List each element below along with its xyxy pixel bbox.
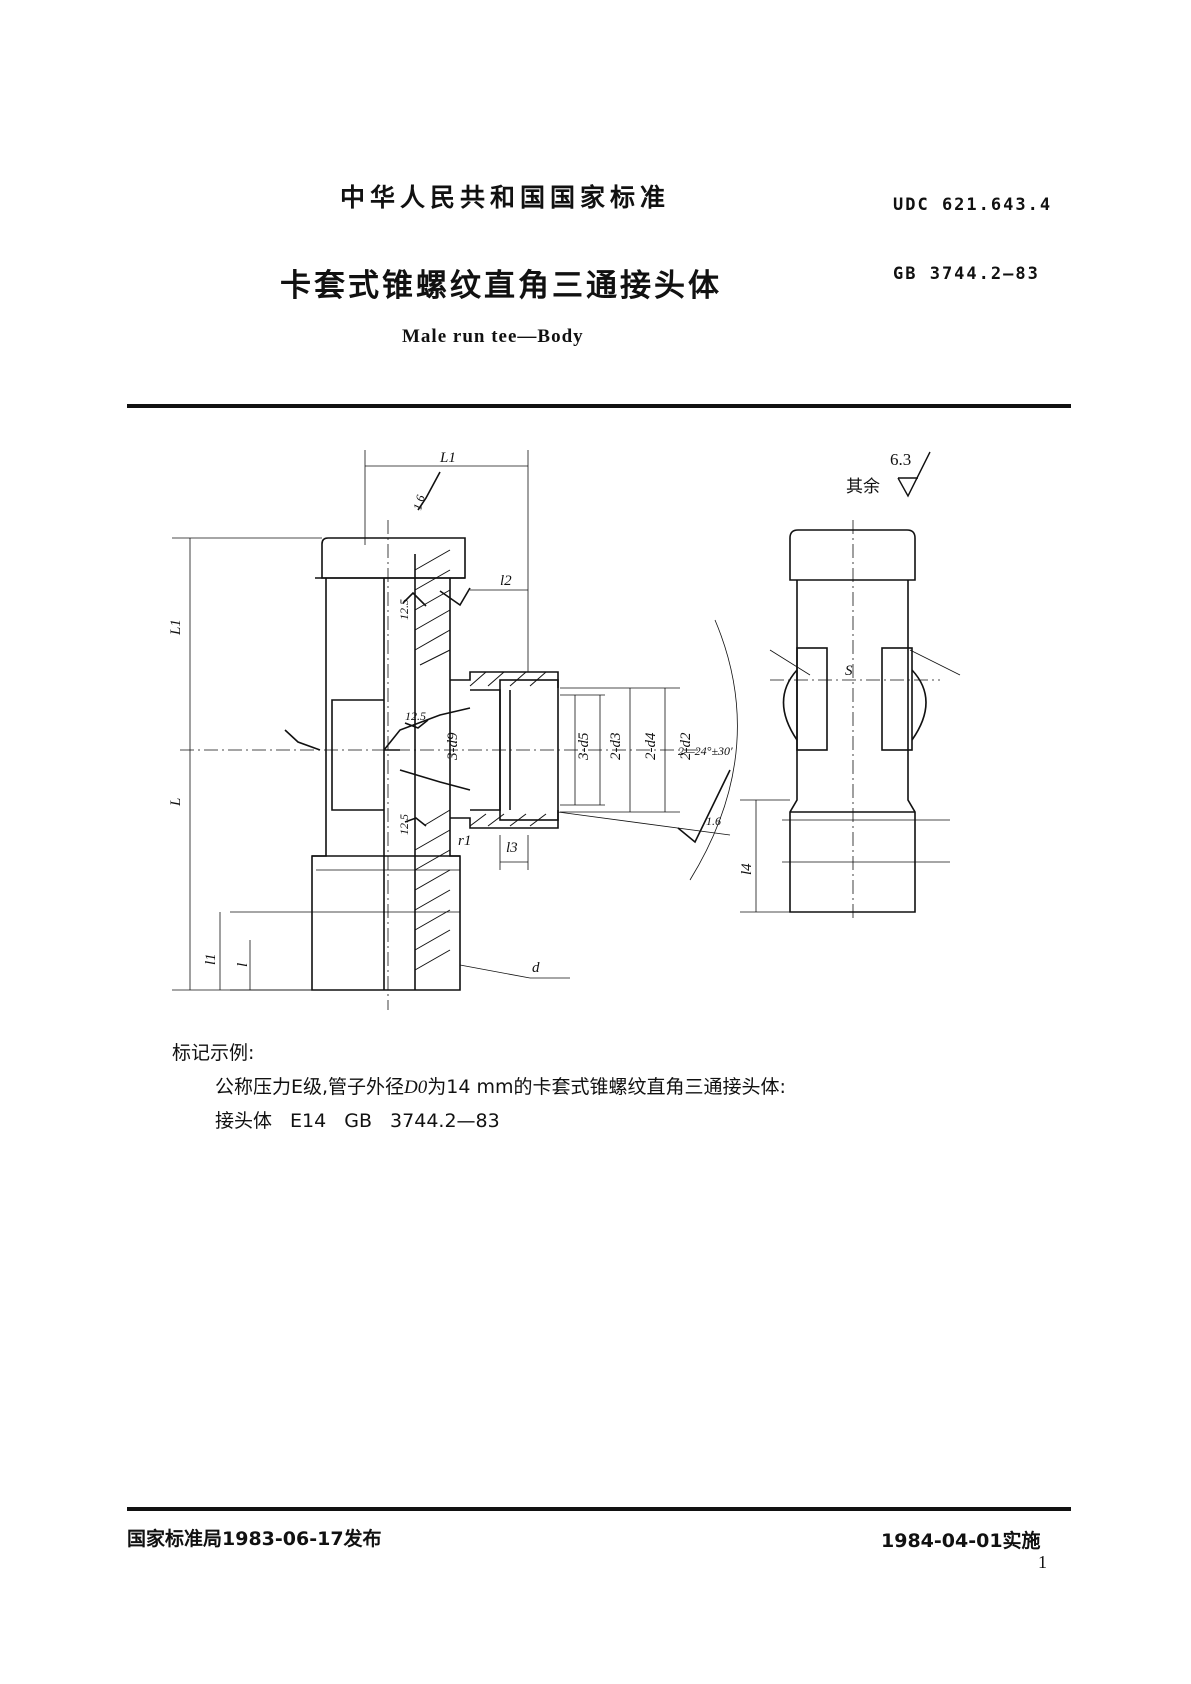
marking-example-code: 接头体 E14 GB 3744.2—83 <box>215 1110 500 1132</box>
document-title-en: Male run tee—Body <box>402 326 584 347</box>
effective-date: 1984-04-01实施 <box>881 1530 1041 1552</box>
label-d3: 2-d3 <box>608 733 624 761</box>
body-outline <box>321 537 466 579</box>
udc-code: UDC 621.643.4 <box>893 195 1053 215</box>
document-title-cn: 卡套式锥螺纹直角三通接头体 <box>280 268 722 304</box>
issued-date: 国家标准局1983-06-17发布 <box>127 1528 382 1550</box>
roughness-note-value: 6.3 <box>890 450 911 469</box>
label-d: d <box>532 960 540 976</box>
roughness-12-5-c: 12.5 <box>397 814 411 835</box>
marking-example-description: 公称压力E级,管子外径D0为14 mm的卡套式锥螺纹直角三通接头体: <box>215 1072 786 1099</box>
roughness-12-5-b: 12.5 <box>405 709 426 723</box>
label-l3: l3 <box>506 840 518 856</box>
label-L1: L1 <box>439 450 456 466</box>
roughness-12-5-a: 12.5 <box>397 599 411 620</box>
marking-desc-suffix: 为14 mm的卡套式锥螺纹直角三通接头体: <box>427 1076 786 1098</box>
marking-example-heading: 标记示例: <box>172 1042 255 1064</box>
gb-standard-code: GB 3744.2—83 <box>893 264 1040 284</box>
standard-org-heading: 中华人民共和国国家标准 <box>340 183 671 212</box>
roughness-1-6-top: 1.6 <box>410 493 427 511</box>
label-l: l <box>235 963 251 967</box>
label-S: S <box>845 663 853 679</box>
label-r1: r1 <box>458 833 471 849</box>
label-d4: 2-d4 <box>643 732 659 760</box>
side-view-outline <box>789 529 916 581</box>
label-l1: l1 <box>203 953 219 965</box>
label-L-top: L1 <box>170 619 184 636</box>
marking-desc-variable: D0 <box>404 1077 428 1098</box>
label-d9: 3-d9 <box>445 732 461 761</box>
marking-desc-prefix: 公称压力E级,管子外径 <box>215 1076 405 1098</box>
footer-divider <box>127 1507 1071 1511</box>
label-L: L <box>170 798 184 807</box>
label-l4: l4 <box>739 863 755 875</box>
page-number: 1 <box>1038 1552 1047 1572</box>
label-d5: 3-d5 <box>576 732 592 761</box>
label-d2: 2-d2 <box>678 732 694 760</box>
label-angle: 2—24°±30′ <box>678 744 733 758</box>
technical-drawing: L1 L1 L l1 l l2 l3 r1 d S l4 3-d9 3-d5 2… <box>170 450 961 1010</box>
header-divider <box>127 404 1071 408</box>
roughness-note-label: 其余 <box>846 477 880 497</box>
label-l2: l2 <box>500 573 512 589</box>
roughness-1-6-right: 1.6 <box>706 814 721 828</box>
